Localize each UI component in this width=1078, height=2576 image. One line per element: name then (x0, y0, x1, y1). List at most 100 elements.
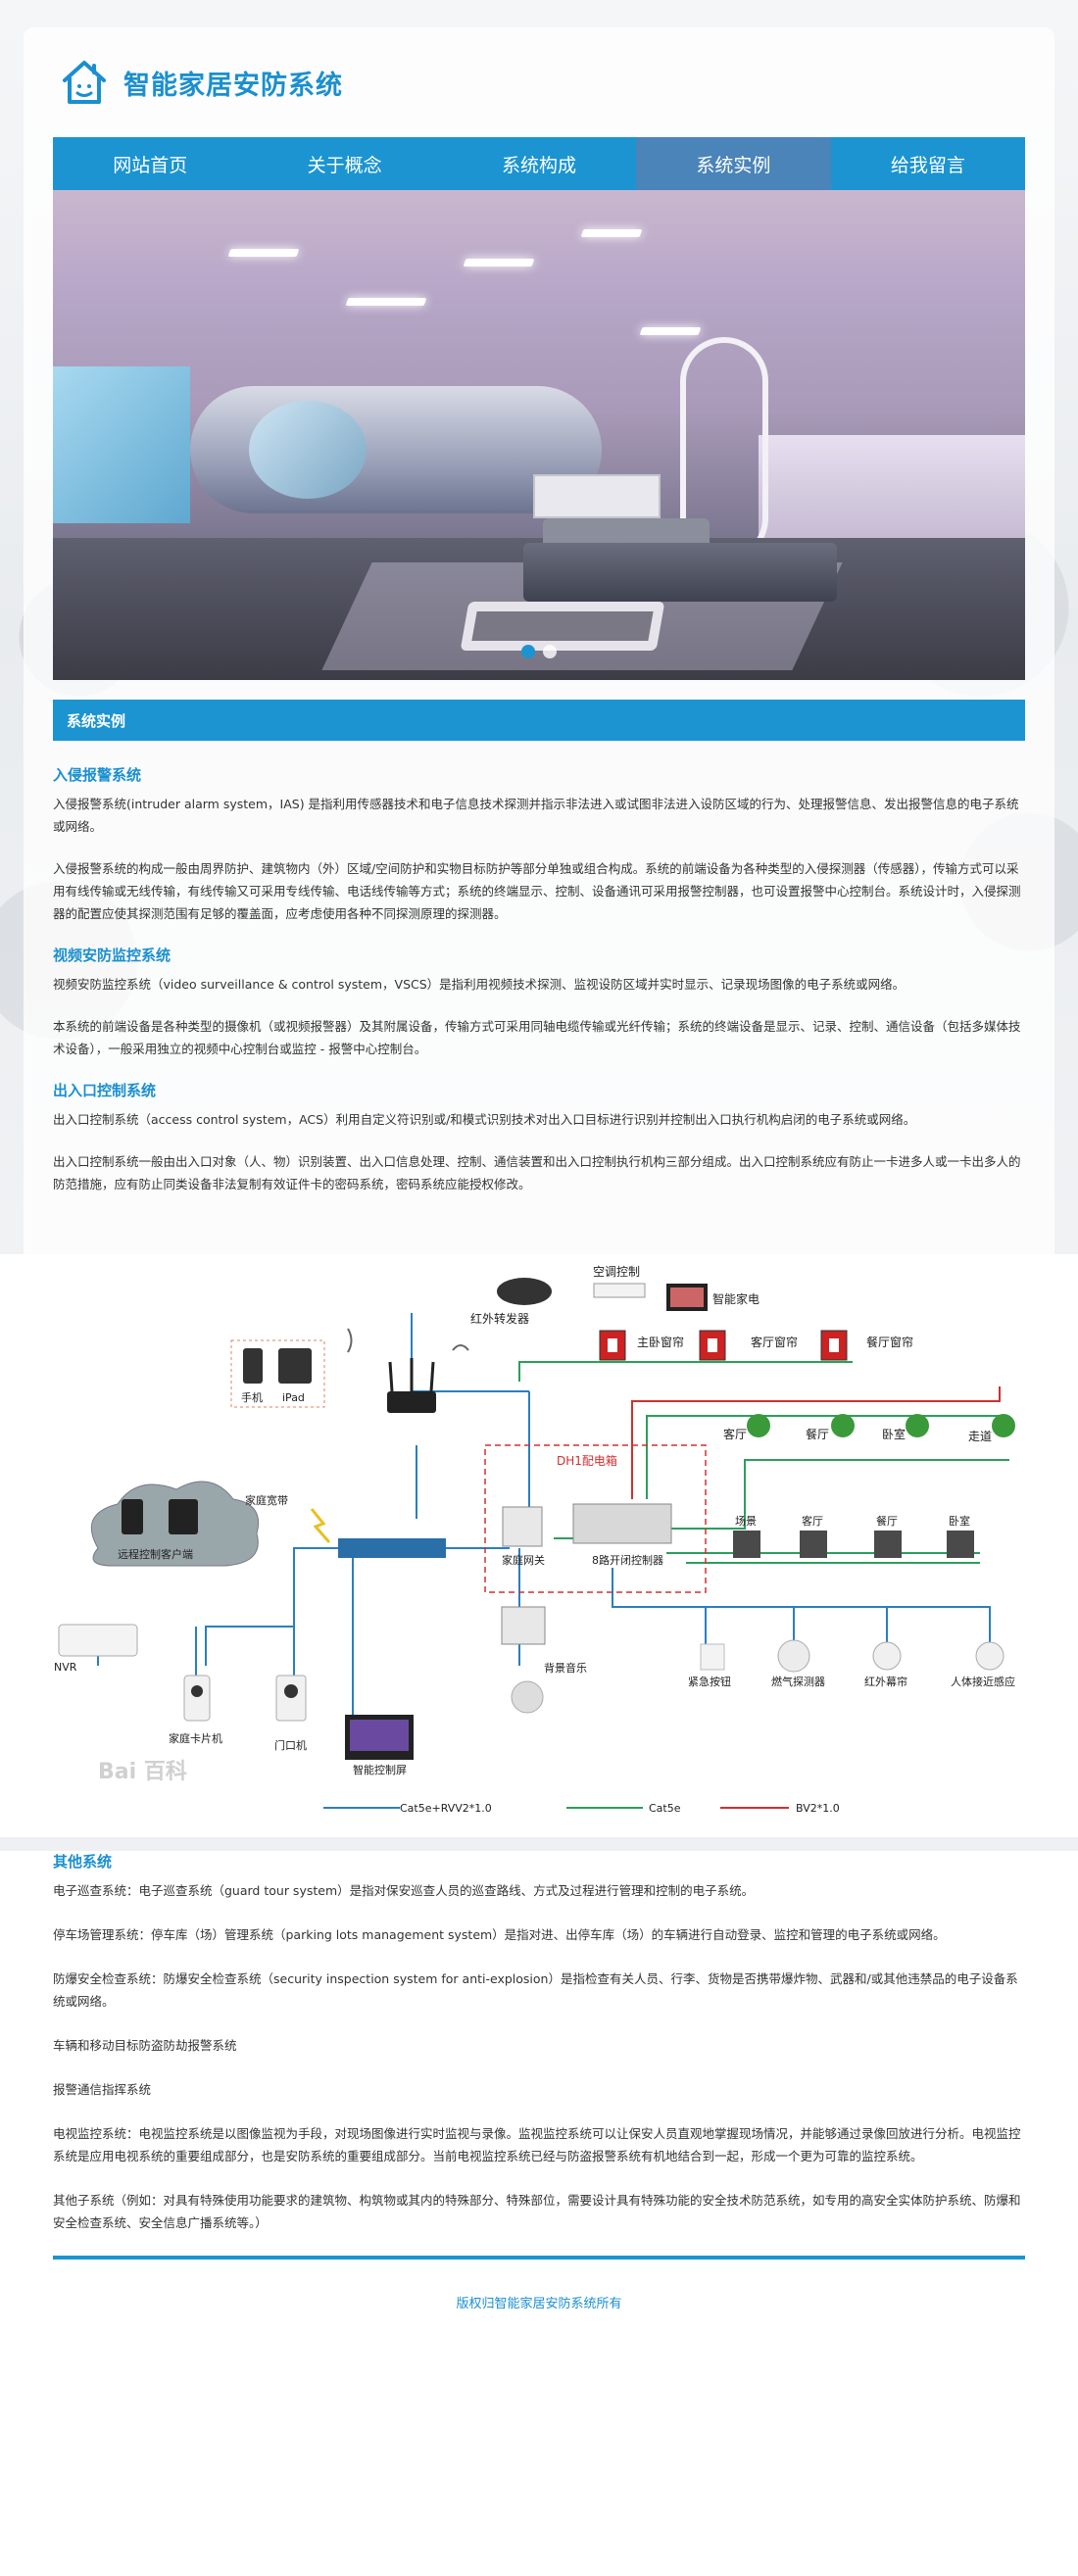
light-bulb-icon (747, 1414, 770, 1437)
coffee-table (460, 602, 665, 651)
lightning-icon (310, 1508, 331, 1543)
light-bedroom-label: 卧室 (882, 1427, 906, 1441)
smart-appliance-label: 智能家电 (712, 1291, 760, 1306)
curtain-master-icon (599, 1330, 626, 1361)
scene-label: 场景 (735, 1514, 757, 1528)
wireless-icon (452, 1344, 469, 1351)
light-bulb-icon (831, 1414, 855, 1437)
phone-icon (122, 1499, 143, 1534)
footer-divider (53, 2256, 1025, 2260)
other-systems-section: 其他系统 电子巡查系统：电子巡查系统（guard tour system）是指对… (0, 1851, 1078, 2576)
ipad-icon (169, 1499, 198, 1534)
body-sensor-label: 人体接近感应 (951, 1675, 1015, 1688)
emergency-label: 紧急按钮 (688, 1675, 731, 1688)
other-paragraph-3: 防爆安全检查系统：防爆安全检查系统（security inspection sy… (53, 1971, 1018, 2009)
nav-examples[interactable]: 系统实例 (636, 137, 831, 190)
light-living-label: 客厅 (723, 1427, 747, 1441)
legend-red-label: BV2*1.0 (796, 1802, 840, 1815)
footer-copyright: 版权归智能家居安防系统所有 (456, 2297, 622, 2311)
card-camera-label: 家庭卡片机 (169, 1731, 222, 1745)
carousel-dot-1[interactable] (521, 645, 535, 658)
other-paragraph-6: 电视监控系统：电视监控系统是以图像监视为手段，对现场图像进行实时监视与录像。监视… (53, 2126, 1021, 2163)
carousel-dots (521, 645, 557, 658)
gateway-device (502, 1506, 543, 1547)
wall-glow (759, 435, 1025, 553)
main-container: 智能家居安防系统 网站首页 关于概念 系统构成 系统实例 给我留言 系统实例 入… (24, 27, 1054, 1254)
emergency-button-icon (700, 1643, 725, 1671)
other-paragraph-7: 其他子系统（例如：对具有特殊使用功能要求的建筑物、构筑物或其内的特殊部分、特殊部… (53, 2193, 1021, 2230)
wireless-icon (347, 1328, 353, 1353)
phone-icon (243, 1348, 263, 1384)
speaker-icon (511, 1680, 544, 1714)
other-paragraph-4: 车辆和移动目标防盗防劫报警系统 (53, 2038, 237, 2053)
intrusion-heading: 入侵报警系统 (53, 766, 142, 784)
controller-label: 8路开闭控制器 (592, 1553, 663, 1567)
scene-panel-icon (800, 1531, 827, 1558)
hero-banner-image (53, 190, 1025, 680)
content: 入侵报警系统 入侵报警系统(intruder alarm system，IAS)… (53, 741, 1025, 1195)
other-paragraph-5: 报警通信指挥系统 (53, 2082, 152, 2097)
carousel-dot-2[interactable] (543, 645, 557, 658)
watermark: Bai 百科 (98, 1760, 187, 1784)
gateway-label: 家庭网关 (502, 1553, 545, 1567)
ir-forwarder-label: 红外转发器 (470, 1311, 529, 1326)
sofa (523, 543, 837, 602)
gas-label: 燃气探测器 (771, 1675, 825, 1688)
router-icon (387, 1391, 436, 1413)
nav-message[interactable]: 给我留言 (890, 154, 965, 176)
scene-panel-icon (947, 1531, 974, 1558)
ceiling-light (580, 229, 643, 237)
video-paragraph-1: 视频安防监控系统（video surveillance & control sy… (53, 977, 906, 992)
curtain-dining-label: 餐厅窗帘 (866, 1335, 913, 1349)
music-panel-icon (501, 1606, 546, 1645)
light-bulb-icon (992, 1414, 1015, 1437)
window (53, 366, 190, 523)
network-switch-icon (338, 1538, 446, 1558)
ceiling-light (463, 259, 535, 267)
curtain-master-label: 主卧窗帘 (637, 1335, 684, 1349)
ceiling-light (227, 249, 300, 257)
curtain-living-label: 客厅窗帘 (751, 1335, 798, 1349)
distribution-box (484, 1444, 707, 1593)
control-screen-label: 智能控制屏 (353, 1763, 407, 1776)
site-title: 智能家居安防系统 (123, 70, 343, 101)
scene-living-label: 客厅 (802, 1514, 823, 1528)
other-paragraph-1: 电子巡查系统：电子巡查系统（guard tour system）是指对保安巡查人… (53, 1883, 755, 1898)
ir-forwarder-device (497, 1278, 552, 1305)
system-diagram-svg: 红外转发器 空调控制 智能家电 手机 iPad 主卧窗帘 客厅窗帘 (54, 1265, 1015, 1815)
home-logo-icon (63, 61, 106, 104)
nav-composition[interactable]: 系统构成 (502, 154, 577, 176)
intrusion-paragraph-2: 入侵报警系统的构成一般由周界防护、建筑物内（外）区域/空间防护和实物目标防护等部… (53, 861, 1021, 921)
scene-bedroom-label: 卧室 (949, 1514, 970, 1528)
curtain-dining-icon (820, 1330, 848, 1361)
ipad-label: iPad (282, 1391, 305, 1404)
ceiling-light (639, 327, 702, 335)
curtain-living-icon (699, 1330, 726, 1361)
scene-panel-icon (874, 1531, 902, 1558)
other-paragraph-2: 停车场管理系统：停车库（场）管理系统（parking lots manageme… (53, 1927, 946, 1942)
phone-label: 手机 (241, 1390, 263, 1404)
site-header: 智能家居安防系统 (53, 27, 1025, 137)
nvr-label: NVR (54, 1661, 77, 1674)
tv-screen (670, 1288, 704, 1307)
video-heading: 视频安防监控系统 (53, 947, 172, 964)
system-diagram: 红外转发器 空调控制 智能家电 手机 iPad 主卧窗帘 客厅窗帘 (0, 1254, 1078, 1837)
scene-dining-label: 餐厅 (876, 1514, 898, 1528)
main-nav: 网站首页 关于概念 系统构成 系统实例 给我留言 (53, 137, 1025, 190)
ipad-icon (278, 1348, 312, 1384)
card-camera-icon (183, 1675, 211, 1722)
ceiling-light (345, 298, 427, 306)
door-unit-label: 门口机 (274, 1738, 307, 1752)
nav-about[interactable]: 关于概念 (307, 154, 382, 176)
intrusion-paragraph-1: 入侵报警系统(intruder alarm system，IAS) 是指利用传感… (53, 797, 1019, 834)
ir-alarm-label: 红外幕帘 (864, 1675, 907, 1688)
nav-home[interactable]: 网站首页 (113, 154, 188, 176)
tube-opening (249, 401, 367, 499)
bg-music-label: 背景音乐 (544, 1661, 587, 1675)
light-dining-label: 餐厅 (806, 1427, 829, 1441)
ir-curtain-icon (872, 1641, 902, 1671)
remote-client-label: 远程控制客户端 (118, 1547, 193, 1561)
other-heading: 其他系统 (53, 1853, 113, 1871)
ac-control-label: 空调控制 (593, 1265, 640, 1279)
distribution-box-label: DH1配电箱 (557, 1453, 617, 1468)
